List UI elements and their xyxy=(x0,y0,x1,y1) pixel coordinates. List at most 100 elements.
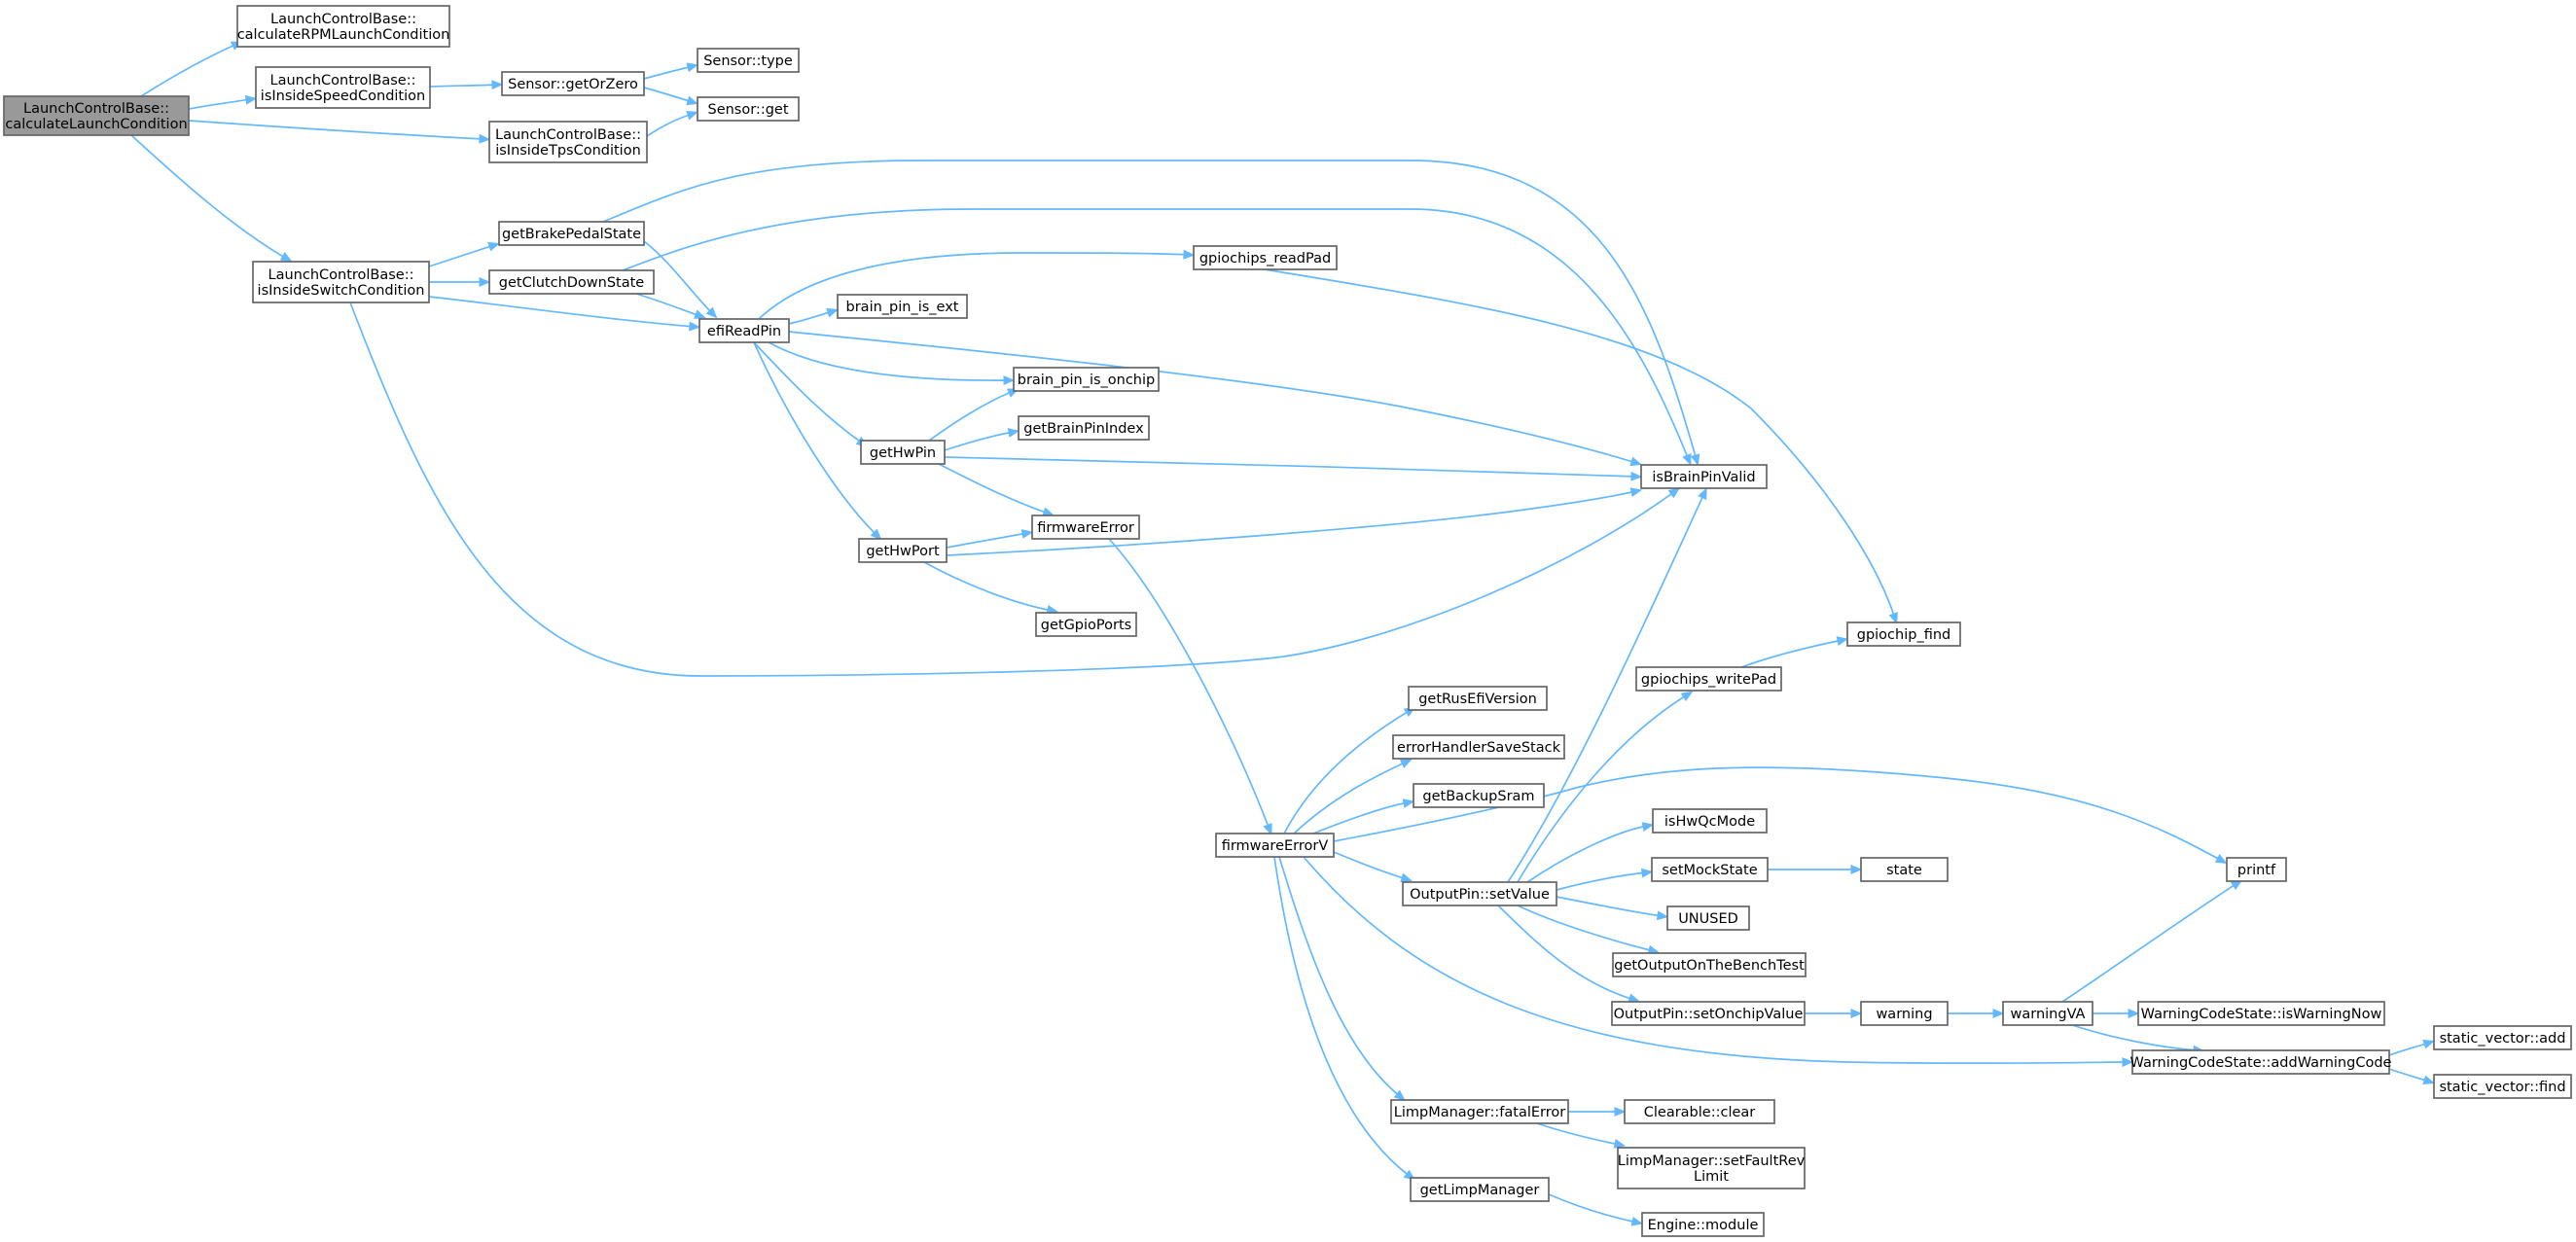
node-n21[interactable]: gpiochips_writePad xyxy=(1635,666,1782,692)
node-n35[interactable]: warningVA xyxy=(2002,1001,2093,1026)
node-n15[interactable]: getHwPin xyxy=(860,440,946,465)
node-box xyxy=(2433,1074,2572,1099)
edge-line xyxy=(188,120,485,140)
node-n11[interactable]: isBrainPinValid xyxy=(1640,464,1768,489)
edge-line xyxy=(1273,856,1412,1178)
node-label: OutputPin::setOnchipValue xyxy=(1614,1007,1804,1022)
edge-n4-n11 xyxy=(349,302,1681,677)
arrow-head-icon xyxy=(491,80,504,90)
node-label: calculateLaunchCondition xyxy=(5,117,187,132)
node-n36[interactable]: WarningCodeState::isWarningNow xyxy=(2137,1001,2385,1026)
arrow-head-icon xyxy=(1850,1009,1863,1018)
node-n5[interactable]: Sensor::getOrZero xyxy=(501,71,645,96)
node-box xyxy=(858,538,948,563)
node-box xyxy=(1624,1099,1775,1124)
node-box xyxy=(1652,808,1768,834)
node-n38[interactable]: static_vector::add xyxy=(2433,1025,2572,1050)
node-n27[interactable]: OutputPin::setValue xyxy=(1402,881,1557,906)
node-box xyxy=(1031,515,1140,540)
node-box xyxy=(498,221,645,246)
arrow-head-icon xyxy=(1042,507,1055,516)
node-box xyxy=(1640,464,1768,489)
node-label: static_vector::add xyxy=(2440,1031,2566,1047)
arrow-head-icon xyxy=(479,277,491,287)
node-n9[interactable]: getClutchDownState xyxy=(488,269,655,295)
node-n20[interactable]: gpiochip_find xyxy=(1846,621,1961,647)
node-n0[interactable]: LaunchControlBase::calculateLaunchCondit… xyxy=(3,95,190,136)
node-n7[interactable]: Sensor::get xyxy=(697,96,800,122)
node-box xyxy=(488,269,655,295)
node-n12[interactable]: gpiochips_readPad xyxy=(1193,245,1338,270)
edge-line xyxy=(1264,268,1896,620)
arrow-head-icon xyxy=(1400,872,1413,883)
node-n17[interactable]: firmwareError xyxy=(1031,515,1140,540)
node-n13[interactable]: brain_pin_is_ext xyxy=(837,294,968,319)
node-n37[interactable]: WarningCodeState::addWarningCode xyxy=(2130,1049,2392,1075)
edge-n9-n11 xyxy=(622,208,1692,466)
edge-n0-n4 xyxy=(130,134,293,263)
node-n8[interactable]: getBrakePedalState xyxy=(498,221,645,246)
node-n6[interactable]: Sensor::type xyxy=(697,48,800,73)
arrow-head-icon xyxy=(1393,1089,1406,1102)
node-n41[interactable]: Clearable::clear xyxy=(1624,1099,1775,1124)
node-label: WarningCodeState::isWarningNow xyxy=(2141,1007,2382,1022)
edge-n4-n10 xyxy=(428,296,701,332)
node-n32[interactable]: getOutputOnTheBenchTest xyxy=(1612,952,1807,977)
node-box xyxy=(860,440,946,465)
node-box xyxy=(1035,612,1137,637)
node-label: LimpManager::fatalError xyxy=(1394,1105,1565,1120)
edge-n28-n29 xyxy=(1768,865,1863,874)
node-box xyxy=(252,261,430,303)
arrow-head-icon xyxy=(487,241,500,252)
node-label: brain_pin_is_ext xyxy=(846,300,959,315)
edge-n8-n11 xyxy=(602,160,1700,467)
node-n1[interactable]: LaunchControlBase::calculateRPMLaunchCon… xyxy=(236,5,450,48)
node-n24[interactable]: getBackupSram xyxy=(1413,783,1545,808)
node-n22[interactable]: getRusEfiVersion xyxy=(1408,686,1548,711)
arrow-head-icon xyxy=(1020,529,1034,539)
node-n33[interactable]: OutputPin::setOnchipValue xyxy=(1611,1001,1806,1026)
node-n23[interactable]: errorHandlerSaveStack xyxy=(1392,734,1565,760)
node-n4[interactable]: LaunchControlBase::isInsideSwitchConditi… xyxy=(252,261,430,303)
node-n25[interactable]: firmwareErrorV xyxy=(1215,833,1335,858)
node-n18[interactable]: getHwPort xyxy=(858,538,948,563)
edge-n17-n25 xyxy=(1108,538,1272,835)
node-n34[interactable]: warning xyxy=(1860,1001,1949,1026)
arrow-head-icon xyxy=(1614,1107,1627,1117)
node-n16[interactable]: getBrainPinIndex xyxy=(1018,415,1150,441)
edge-n37-n38 xyxy=(2388,1039,2435,1056)
arrow-head-icon xyxy=(2422,1075,2435,1085)
node-n43[interactable]: getLimpManager xyxy=(1410,1177,1550,1202)
node-n10[interactable]: efiReadPin xyxy=(698,318,790,343)
node-n19[interactable]: getGpioPorts xyxy=(1035,612,1137,637)
node-box xyxy=(236,5,450,48)
node-n30[interactable]: printf xyxy=(2226,857,2287,882)
node-n40[interactable]: LimpManager::fatalError xyxy=(1390,1099,1569,1124)
node-label: getHwPort xyxy=(866,544,940,559)
node-label: LaunchControlBase:: xyxy=(23,101,169,117)
node-box xyxy=(1402,881,1557,906)
edge-line xyxy=(946,532,1028,549)
node-n39[interactable]: static_vector::find xyxy=(2433,1074,2572,1099)
node-n14[interactable]: brain_pin_is_onchip xyxy=(1013,367,1160,392)
node-box xyxy=(1860,1001,1949,1026)
edge-line xyxy=(923,561,1054,612)
node-label: isInsideSwitchCondition xyxy=(258,283,425,299)
node-n31[interactable]: UNUSED xyxy=(1666,905,1750,931)
node-n26[interactable]: isHwQcMode xyxy=(1652,808,1768,834)
node-n28[interactable]: setMockState xyxy=(1651,857,1769,882)
edge-line xyxy=(1303,856,2129,1065)
edge-n34-n35 xyxy=(1947,1009,2005,1018)
node-box xyxy=(2137,1001,2385,1026)
arrow-head-icon xyxy=(2128,1009,2140,1018)
edge-n18-n11 xyxy=(946,487,1643,556)
node-n2[interactable]: LaunchControlBase::isInsideSpeedConditio… xyxy=(255,66,431,109)
node-n29[interactable]: state xyxy=(1860,857,1949,882)
edge-layer xyxy=(130,41,2435,1226)
node-n3[interactable]: LaunchControlBase::isInsideTpsCondition xyxy=(488,121,648,163)
node-n44[interactable]: Engine::module xyxy=(1641,1212,1765,1237)
node-label: LaunchControlBase:: xyxy=(495,127,641,143)
arrow-head-icon xyxy=(694,309,706,319)
node-box xyxy=(1666,905,1750,931)
